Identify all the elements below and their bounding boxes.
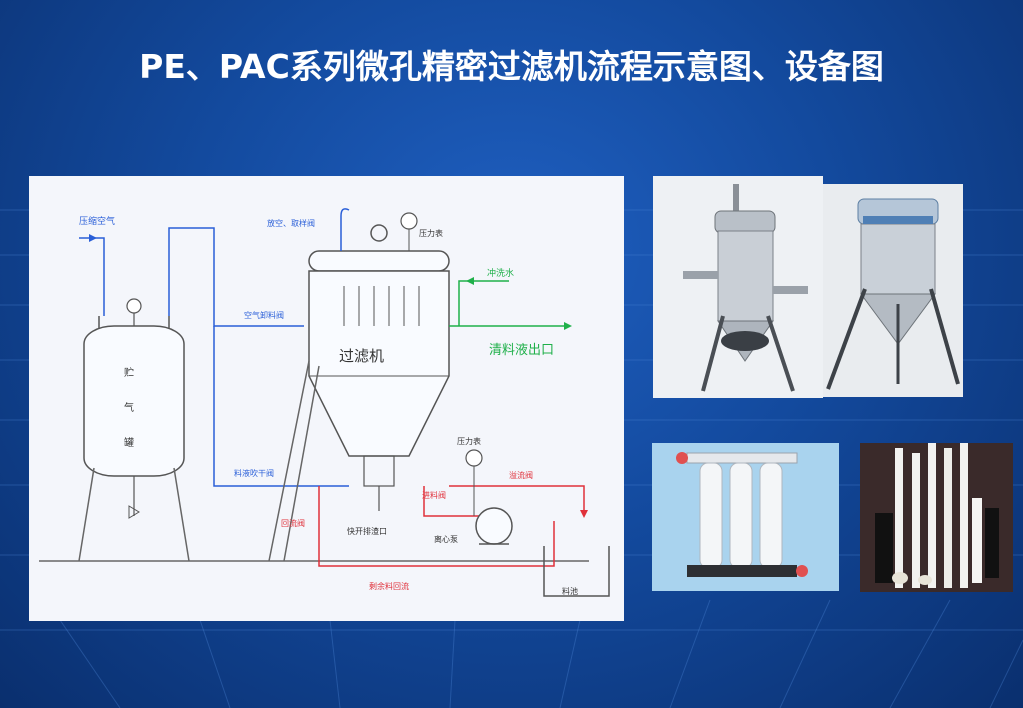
photo-stainless-filter-2 [823,184,963,397]
tank-to-filter-pipe [168,227,304,327]
label-pressure-gauge-pump: 压力表 [457,436,481,446]
label-flush-water: 冲洗水 [487,267,514,279]
centrifugal-pump [475,507,513,545]
air-inlet-pipe [79,237,105,316]
label-tank-char-1: 贮 [124,366,134,379]
flush-water-pipe [458,280,509,326]
filter-pressure-gauge [400,212,418,230]
feed-pool [543,546,610,597]
label-pressure-gauge-top: 压力表 [419,228,443,238]
label-clear-outlet: 清料液出口 [489,343,554,358]
process-flow-diagram: 压缩空气 放空、取样阀 压力表 冲洗水 空气卸料阀 清料液出口 过滤机 贮 气 … [29,176,624,621]
label-centrifugal-pump: 离心泵 [434,534,458,544]
tank-pressure-gauge [126,298,142,314]
label-return-valve: 回流阀 [281,518,305,528]
label-residual-return: 剩余料回流 [369,581,409,591]
page-title: PE、PAC系列微孔精密过滤机流程示意图、设备图 [139,47,884,86]
photo-three-filter-housings [652,443,839,591]
label-quick-drain: 快开排渣口 [347,526,387,536]
air-tank [83,325,185,477]
feed-pipe [449,485,585,516]
pump-pressure-gauge [465,449,483,467]
label-air-discharge-valve: 空气卸料阀 [244,310,284,320]
photo-stainless-filter-1 [653,176,823,398]
label-compressed-air: 压缩空气 [79,215,115,227]
label-tank-char-2: 气 [124,401,134,414]
filter-vessel-top [308,250,450,272]
label-blowback-valve: 料液吹干阀 [234,468,274,478]
label-vent-valve: 放空、取样阀 [267,218,315,228]
label-feed-valve: 进料阀 [422,490,446,500]
label-tank-char-3: 罐 [124,436,134,449]
label-feed-pool: 料池 [562,586,578,596]
label-overflow-valve: 溢流阀 [509,470,533,480]
photo-filter-cartridges [860,443,1013,592]
label-filter-machine: 过滤机 [339,347,384,365]
